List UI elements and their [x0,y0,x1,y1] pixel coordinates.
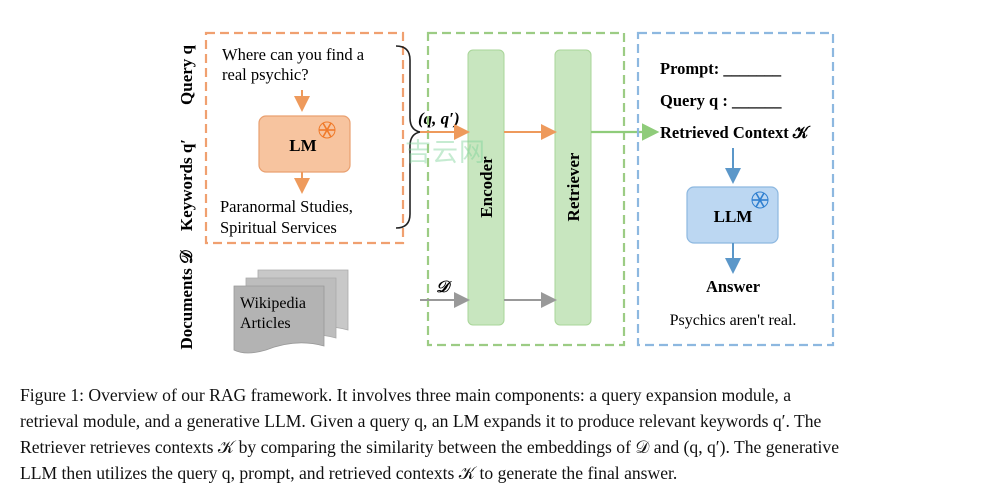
rag-framework-diagram: Query q Keywords q′ Documents 𝒟 Where ca… [177,31,835,354]
documents-d-label: 𝒟 [436,279,452,296]
docs-text-line1: Wikipedia [240,295,306,312]
retrieval-module [426,31,626,347]
side-label-documents: Documents 𝒟 [177,250,196,349]
side-label-keywords: Keywords q′ [177,139,196,231]
query-expansion-module [204,31,405,245]
query-pair-label: (q, q′) [418,109,460,128]
query-slot-label: Query q : ______ [660,91,782,110]
answer-label: Answer [706,277,760,296]
side-label-query: Query q [177,44,196,105]
snowflake-icon [318,121,336,139]
retriever-bar [554,49,592,326]
snowflake-icon [751,191,769,209]
llm-label: LLM [714,207,753,226]
keywords-text-line2: Spiritual Services [220,218,337,237]
encoder-label: Encoder [477,156,496,218]
caption-line: LLM then utilizes the query q, prompt, a… [20,463,678,483]
query-text-line2: real psychic? [222,65,309,84]
lm-label: LM [289,136,316,155]
retrieved-context-label: Retrieved Context 𝒦 [660,123,812,142]
keywords-text-line1: Paranormal Studies, [220,197,353,216]
documents-stack [233,269,349,354]
caption-line: Figure 1: Overview of our RAG framework.… [20,385,791,405]
figure-caption: Figure 1: Overview of our RAG framework.… [20,382,980,486]
prompt-label: Prompt: _______ [660,59,782,78]
answer-text: Psychics aren't real. [670,312,797,329]
retriever-label: Retriever [564,152,583,221]
caption-line: Retriever retrieves contexts 𝒦 by compar… [20,437,840,457]
generation-module [636,31,835,347]
query-text-line1: Where can you find a [222,45,365,64]
caption-line: retrieval module, and a generative LLM. … [20,411,822,431]
encoder-bar [467,49,505,326]
docs-text-line2: Articles [240,315,291,332]
watermark: 吉云网 [405,138,487,168]
